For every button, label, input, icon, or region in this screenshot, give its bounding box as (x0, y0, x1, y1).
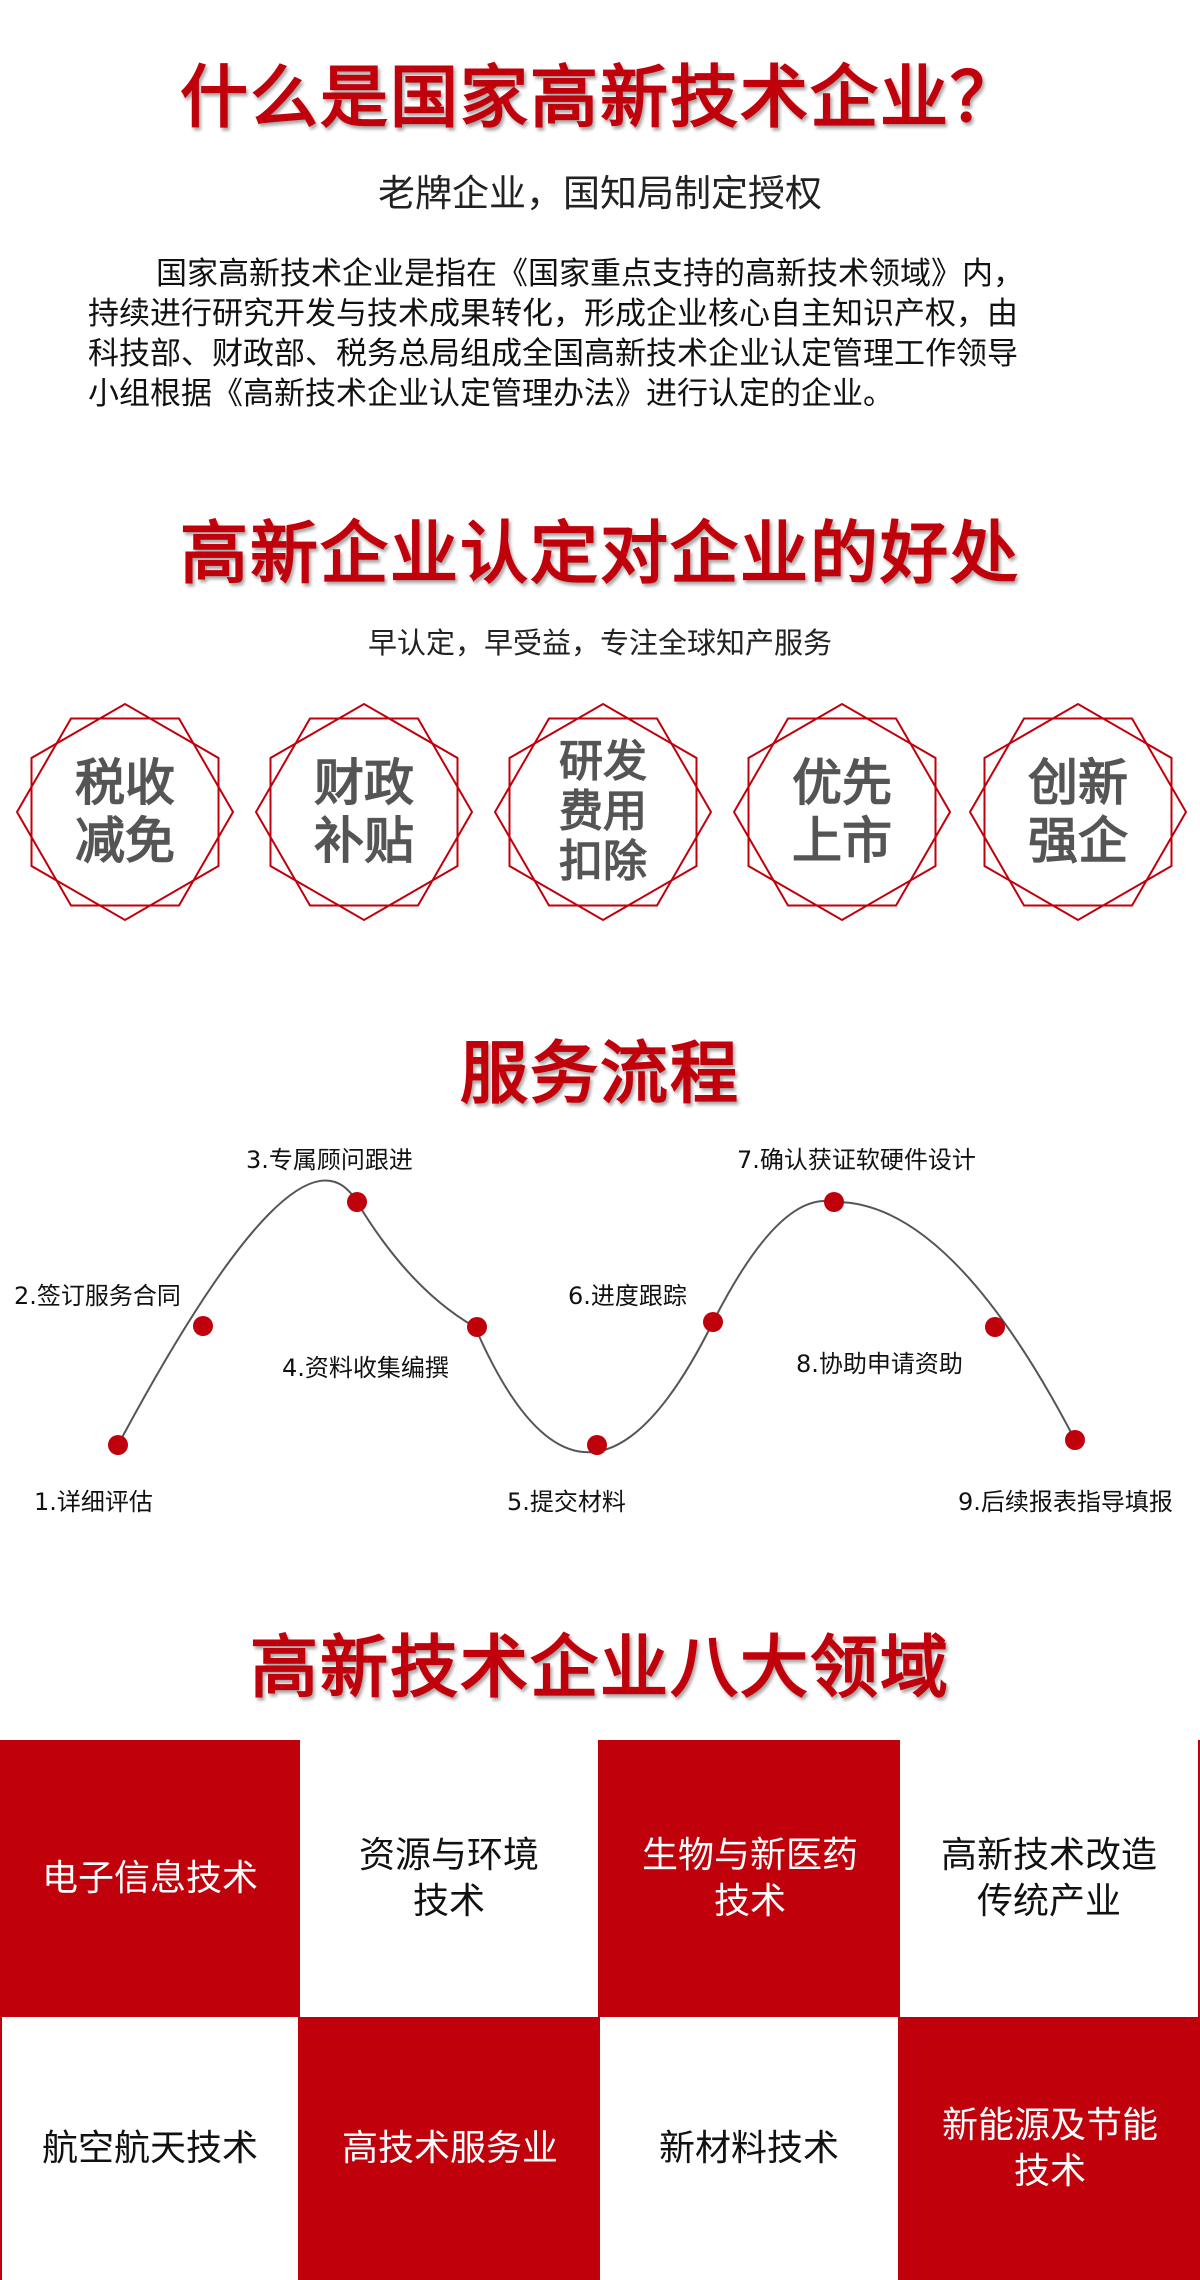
paragraph-line: 科技部、财政部、税务总局组成全国高新技术企业认定管理工作领导 (88, 336, 1018, 372)
double-hexagon-icon (15, 702, 235, 922)
step-dot (1065, 1430, 1085, 1450)
field-cell: 生物与新医药 技术 (600, 1740, 900, 2017)
step-label: 2.签订服务合同 (14, 1282, 181, 1310)
hexagon-outline-b (269, 702, 459, 922)
section3-title: 服务流程 (459, 1035, 740, 1114)
step-label: 6.进度跟踪 (568, 1282, 687, 1310)
hexagon-outline-b (747, 702, 937, 922)
badge-label: 创新 强企 (1028, 754, 1128, 870)
field-cell: 高技术服务业 (300, 2017, 600, 2280)
step-label: 8.协助申请资助 (796, 1350, 963, 1378)
paragraph-line: 小组根据《高新技术企业认定管理办法》进行认定的企业。 (88, 376, 894, 412)
step-dot (824, 1192, 844, 1212)
step-label: 9.后续报表指导填报 (958, 1488, 1173, 1516)
section4-title: 高新技术企业八大领域 (249, 1629, 950, 1708)
hexagon-outline-a (493, 717, 713, 907)
benefit-badge: 财政 补贴 (249, 697, 479, 927)
field-cell: 新材料技术 (600, 2017, 900, 2280)
badge-label: 财政 补贴 (314, 754, 414, 870)
paragraph-line: 持续进行研究开发与技术成果转化，形成企业核心自主知识产权，由 (88, 296, 1018, 332)
double-hexagon-icon (968, 702, 1188, 922)
step-dot (985, 1317, 1005, 1337)
section2-title: 高新企业认定对企业的好处 (179, 515, 1020, 594)
paragraph-line: 国家高新技术企业是指在《国家重点支持的高新技术领域》内， (156, 256, 1024, 292)
double-hexagon-icon (493, 702, 713, 922)
benefit-badge: 研发 费用 扣除 (488, 697, 718, 927)
process-curve-line (117, 1179, 1076, 1454)
field-cell: 新能源及节能 技术 (900, 2017, 1200, 2280)
field-cell: 航空航天技术 (0, 2017, 300, 2280)
field-cell: 电子信息技术 (0, 1740, 300, 2017)
badge-label: 优先 上市 (792, 754, 892, 870)
hexagon-outline-a (254, 717, 474, 907)
process-curve (108, 1179, 1085, 1455)
benefit-badge: 税收 减免 (10, 697, 240, 927)
benefit-badge: 创新 强企 (963, 697, 1193, 927)
hexagon-outline-b (508, 702, 698, 922)
step-label: 3.专属顾问跟进 (246, 1146, 413, 1174)
step-dot (108, 1435, 128, 1455)
section1-subtitle: 老牌企业，国知局制定授权 (378, 172, 822, 215)
step-label: 7.确认获证软硬件设计 (737, 1146, 976, 1174)
step-dot (587, 1435, 607, 1455)
step-dot (467, 1317, 487, 1337)
field-cell: 资源与环境 技术 (300, 1740, 600, 2017)
hexagon-outline-b (983, 702, 1173, 922)
fields-grid: 电子信息技术 资源与环境 技术 生物与新医药 技术 高新技术改造 传统产业 航空… (0, 1740, 1200, 2280)
section1-paragraph: 国家高新技术企业是指在《国家重点支持的高新技术领域》内， 持续进行研究开发与技术… (88, 254, 1123, 414)
step-dot (193, 1316, 213, 1336)
hexagon-outline-a (15, 717, 235, 907)
step-label: 5.提交材料 (507, 1488, 626, 1516)
field-cell: 高新技术改造 传统产业 (900, 1740, 1200, 2017)
hexagon-outline-b (30, 702, 220, 922)
step-label: 1.详细评估 (34, 1488, 153, 1516)
badge-label: 税收 减免 (75, 754, 175, 870)
hexagon-outline-a (732, 717, 952, 907)
badge-label: 研发 费用 扣除 (559, 736, 647, 887)
step-dot (703, 1312, 723, 1332)
section1-title: 什么是国家高新技术企业？ (179, 59, 1020, 138)
double-hexagon-icon (732, 702, 952, 922)
hexagon-outline-a (968, 717, 1188, 907)
benefit-badge: 优先 上市 (727, 697, 957, 927)
double-hexagon-icon (254, 702, 474, 922)
step-label: 4.资料收集编撰 (282, 1354, 449, 1382)
section2-subtitle: 早认定，早受益，专注全球知产服务 (367, 626, 832, 660)
step-dot (347, 1192, 367, 1212)
